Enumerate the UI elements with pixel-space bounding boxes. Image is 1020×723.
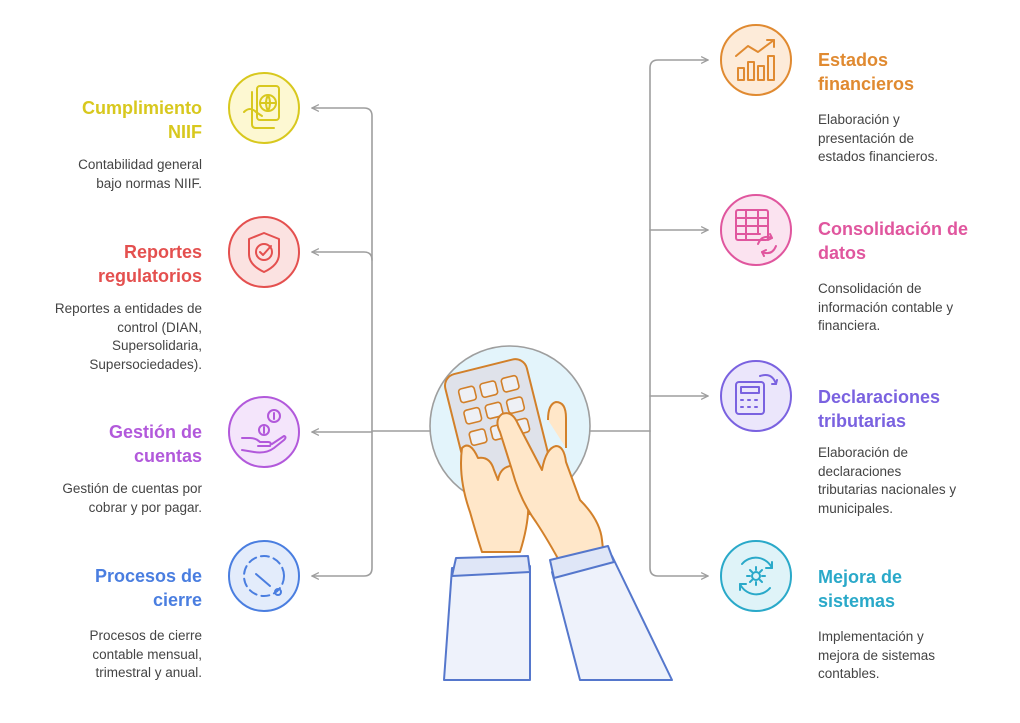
desc-cumplimiento-niif: Contabilidad general bajo normas NIIF.: [78, 157, 202, 191]
hands-calculator-icon: [429, 345, 673, 681]
desc-consolidacion-datos: Consolidación de información contable y …: [818, 281, 954, 333]
title-procesos-cierre: Procesos de cierre: [94, 566, 202, 610]
passport-globe-icon: [228, 72, 300, 144]
desc-reportes-regulatorios: Reportes a entidades de control (DIAN, S…: [54, 301, 202, 372]
table-sync-icon: [720, 194, 792, 266]
connector-lines: [311, 56, 709, 580]
title-declaraciones-tributarias: Declaraciones tributarias: [818, 387, 941, 431]
bar-chart-growth-icon: [720, 24, 792, 96]
title-reportes-regulatorios: Reportes regulatorios: [97, 242, 202, 286]
desc-procesos-cierre: Procesos de cierre contable mensual, tri…: [89, 628, 202, 680]
hand-coins-icon: [228, 396, 300, 468]
connector-left-4: [311, 430, 373, 580]
gear-cycle-icon: [720, 540, 792, 612]
shield-check-icon: [228, 216, 300, 288]
connector-right-4: [649, 430, 709, 580]
title-cumplimiento-niif: Cumplimiento NIIF: [82, 98, 202, 142]
title-mejora-sistemas: Mejora de sistemas: [818, 567, 903, 611]
title-gestion-cuentas: Gestión de cuentas: [108, 422, 202, 466]
title-estados-financieros: Estados financieros: [818, 50, 915, 94]
desc-declaraciones-tributarias: Elaboración de declaraciones tributarias…: [818, 445, 957, 516]
desc-gestion-cuentas: Gestión de cuentas por cobrar y por paga…: [62, 481, 202, 515]
desc-estados-financieros: Elaboración y presentación de estados fi…: [818, 112, 939, 164]
calculator-refresh-icon: [720, 360, 792, 432]
connector-left-2: [311, 248, 373, 261]
connector-right-1: [649, 56, 709, 432]
title-consolidacion-datos: Consolidación de datos: [818, 219, 969, 263]
connector-left-1: [311, 104, 373, 432]
desc-mejora-sistemas: Implementación y mejora de sistemas cont…: [818, 629, 936, 681]
clock-cycle-icon: [228, 540, 300, 612]
